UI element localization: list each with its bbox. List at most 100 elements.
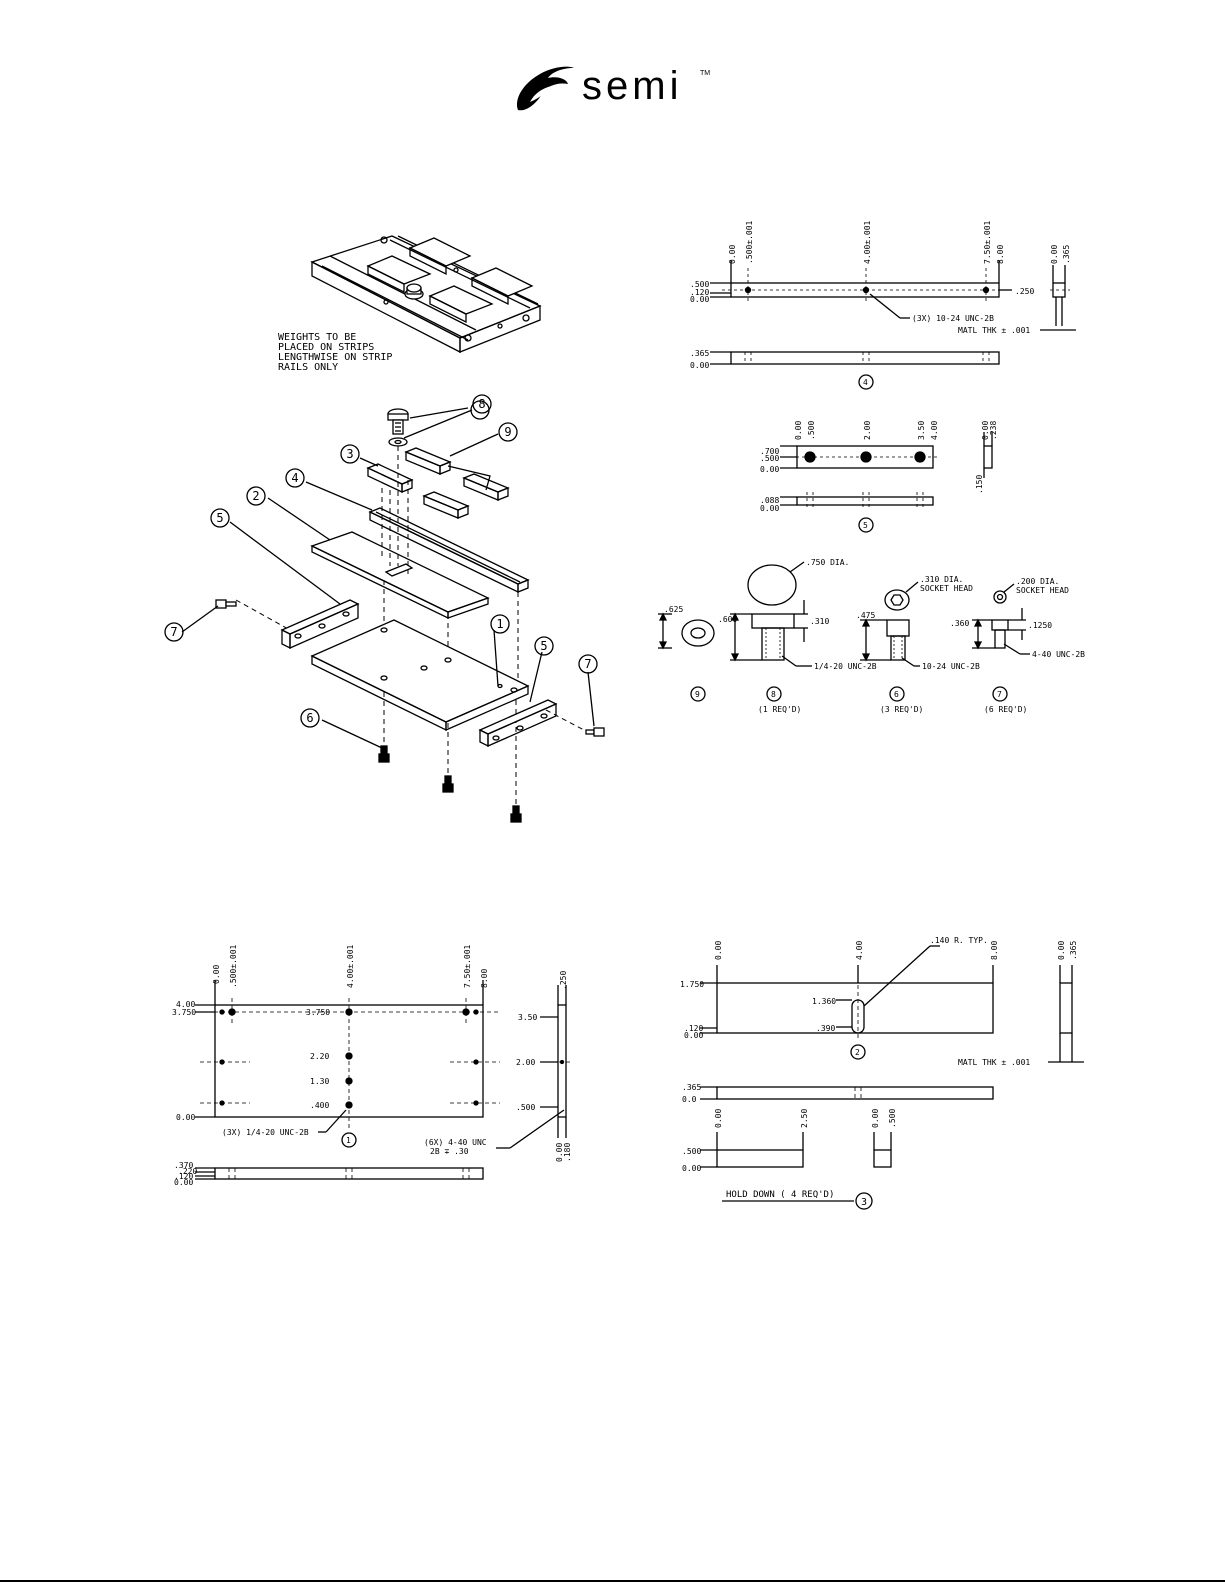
balloon-1: 1 <box>496 617 503 631</box>
assembly-balloons <box>164 394 598 728</box>
balloon-5-left: 5 <box>216 511 223 525</box>
balloon-6: 6 <box>306 711 313 725</box>
part-1-drawing <box>195 980 572 1180</box>
knob-height: .600 <box>718 615 737 624</box>
assembly-note-line-3: LENGTHWISE ON STRIP <box>278 352 392 363</box>
p1-elev-dim-3: 0.00 <box>174 1178 193 1187</box>
req-6: (3 REQ'D) <box>880 705 923 714</box>
p1-side-top: .250 <box>559 971 568 990</box>
p4-matl-note: MATL THK ± .001 <box>958 326 1030 335</box>
p2-dim-left-0: 1.750 <box>680 980 704 989</box>
p5-dim-left-1: .500 <box>760 454 779 463</box>
p1-dim-top-4: 8.00 <box>480 969 489 988</box>
p4-side-dim-0: 0.00 <box>1050 245 1059 264</box>
fastener-label-7: 7 <box>997 690 1002 699</box>
part-3-drawing <box>700 1132 892 1210</box>
p1-thread-note2-b: 2B ∓ .30 <box>430 1147 469 1156</box>
s7-head-type: SOCKET HEAD <box>1016 586 1069 595</box>
p1-dim-left-1: 3.750 <box>172 1008 196 1017</box>
p1-hole-dim-3: .400 <box>310 1101 329 1110</box>
p3-dim-left-0: .500 <box>682 1147 701 1156</box>
p2-side-dim-0: 0.00 <box>1057 941 1066 960</box>
p2-side-dim-1: .365 <box>1069 941 1078 960</box>
p5-side-dim-bottom: .150 <box>975 475 984 494</box>
p5-elev-dim-1: 0.00 <box>760 504 779 513</box>
p5-side-dim-1: .238 <box>989 421 998 440</box>
p2-dim-top-1: 4.00 <box>855 941 864 960</box>
p4-balloon: 4 <box>863 378 868 387</box>
p4-thread-note: (3X) 10-24 UNC-2B <box>912 314 994 323</box>
p1-hole-dim-2: 1.30 <box>310 1077 329 1086</box>
semi-swoosh-icon <box>516 66 574 111</box>
p3-balloon: 3 <box>861 1197 867 1208</box>
p3-dim-top-0: 0.00 <box>714 1109 723 1128</box>
s7-length: .360 <box>950 619 969 628</box>
p5-elev-dim-0: .088 <box>760 496 779 505</box>
p1-balloon: 1 <box>346 1136 351 1145</box>
balloon-8: 8 <box>478 397 485 411</box>
p2-elev-dim-0: .365 <box>682 1083 701 1092</box>
p1-dim-top-1: .500±.001 <box>229 944 238 988</box>
p1-dim-top-3: 7.50±.001 <box>463 944 472 988</box>
p5-dim-top-1: .500 <box>807 421 816 440</box>
p5-dim-top-4: 4.00 <box>930 421 939 440</box>
logo-wordmark: semi <box>582 64 683 108</box>
part-5-drawing <box>780 432 993 533</box>
p5-balloon: 5 <box>863 521 868 530</box>
p2-elev-dim-1: 0.0 <box>682 1095 697 1104</box>
p1-hole-dim-1: 2.20 <box>310 1052 329 1061</box>
fasteners-drawing <box>658 561 1030 702</box>
assembly-note-line-2: PLACED ON STRIPS <box>278 342 374 353</box>
s6-thread: 10-24 UNC-2B <box>922 662 980 671</box>
p5-dim-left-2: 0.00 <box>760 465 779 474</box>
p5-dim-top-0: 0.00 <box>794 421 803 440</box>
logo-trademark: TM <box>700 70 711 77</box>
footer-rule <box>0 1580 1225 1582</box>
assembled-fixture-view <box>310 235 542 354</box>
fastener-label-8: 8 <box>771 690 776 699</box>
p2-balloon: 2 <box>855 1048 860 1057</box>
balloon-2: 2 <box>252 489 259 503</box>
fastener-label-9: 9 <box>695 690 700 699</box>
p3-dim-left-1: 0.00 <box>682 1164 701 1173</box>
s7-head-height: .1250 <box>1028 621 1052 630</box>
s6-head-type: SOCKET HEAD <box>920 584 973 593</box>
p1-dim-top-0: 0.00 <box>212 965 221 984</box>
p1-dim-top-2: 4.00±.001 <box>346 944 355 988</box>
p4-dim-top-2: 4.00±.001 <box>863 220 872 264</box>
p4-elev-dim-0: .365 <box>690 349 709 358</box>
req-8: (1 REQ'D) <box>758 705 801 714</box>
p1-elev-dim-2: .120 <box>174 1172 193 1181</box>
knob-dia: .750 DIA. <box>806 558 849 567</box>
s7-head-dia: .200 DIA. <box>1016 577 1059 586</box>
p5-side-dim-0: 0.00 <box>981 421 990 440</box>
p1-right-dim-1: 2.00 <box>516 1058 535 1067</box>
assembly-note-line-4: RAILS ONLY <box>278 362 338 373</box>
p4-dim-top-0: 0.00 <box>728 245 737 264</box>
semi-logo: semi TM <box>512 62 712 114</box>
p1-elev-dim-0: .370 <box>174 1161 193 1170</box>
p2-dim-left-2: 0.00 <box>684 1031 703 1040</box>
p2-dim-top-2: 8.00 <box>990 941 999 960</box>
p1-dim-left-0: 4.00 <box>176 1000 195 1009</box>
p2-dim-top-0: 0.00 <box>714 941 723 960</box>
balloon-4: 4 <box>291 471 298 485</box>
p4-dim-top-1: .500±.001 <box>745 220 754 264</box>
p1-side-bottom-0: 0.00 <box>555 1143 564 1162</box>
p2-slot-dim-0: 1.360 <box>812 997 836 1006</box>
p1-right-dim-0: 3.50 <box>518 1013 537 1022</box>
p1-right-dim-2: .500 <box>516 1103 535 1112</box>
exploded-assembly-view <box>181 407 605 823</box>
fastener-label-6: 6 <box>894 690 899 699</box>
p2-matl-note: MATL THK ± .001 <box>958 1058 1030 1067</box>
p2-slot-note: .140 R. TYP. <box>930 936 988 945</box>
p4-dim-left-1: .120 <box>690 288 709 297</box>
p3-end-dim-1: .500 <box>888 1109 897 1128</box>
p1-side-bottom-1: .180 <box>563 1143 572 1162</box>
p4-side-dim-1: .365 <box>1062 245 1071 264</box>
p4-dim-left-2: 0.00 <box>690 295 709 304</box>
p5-dim-top-3: 3.50 <box>917 421 926 440</box>
p1-thread-note: (3X) 1/4-20 UNC-2B <box>222 1128 309 1137</box>
part-4-drawing <box>710 260 1076 390</box>
